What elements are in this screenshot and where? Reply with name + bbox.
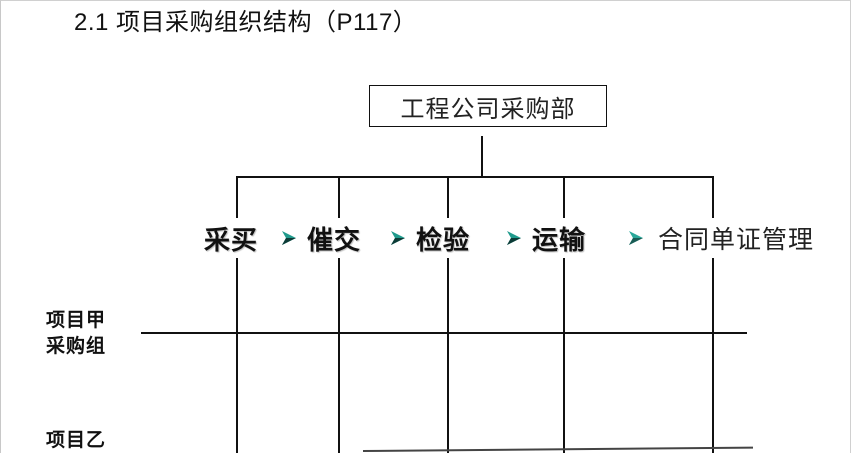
row-label-project-a: 项目甲 采购组 bbox=[46, 307, 106, 359]
column-line-5 bbox=[712, 176, 714, 453]
top-node-label: 工程公司采购部 bbox=[400, 94, 576, 123]
row-label-line: 采购组 bbox=[46, 335, 107, 357]
stage-label: 催交 bbox=[307, 225, 362, 256]
stage-purchasing: 采买 bbox=[204, 218, 259, 258]
row-label-project-b: 项目乙 bbox=[46, 427, 106, 453]
row-label-line: 项目甲 bbox=[46, 309, 107, 331]
top-node-procurement-dept: 工程公司采购部 bbox=[369, 85, 607, 127]
stage-label: 合同单证管理 bbox=[658, 225, 815, 254]
connector-stem bbox=[481, 136, 483, 177]
arrow-right-icon bbox=[391, 231, 405, 245]
stage-label: 检验 bbox=[416, 225, 471, 256]
arrow-right-icon bbox=[507, 231, 521, 245]
arrow-right-icon bbox=[282, 231, 296, 245]
stage-label: 采买 bbox=[204, 225, 259, 256]
stage-contract-documents: 合同单证管理 bbox=[628, 218, 815, 258]
column-line-4 bbox=[563, 176, 565, 453]
stage-expediting: 催交 bbox=[281, 218, 362, 258]
row-line-1 bbox=[141, 332, 747, 334]
slide-title: 2.1 项目采购组织结构（P117） bbox=[74, 9, 418, 36]
column-line-3 bbox=[447, 176, 449, 453]
connector-bus bbox=[236, 176, 713, 178]
stage-inspection: 检验 bbox=[390, 218, 471, 258]
row-label-line: 项目乙 bbox=[46, 429, 107, 451]
stage-label: 运输 bbox=[532, 225, 587, 256]
stage-transportation: 运输 bbox=[506, 218, 587, 258]
column-line-1 bbox=[236, 176, 238, 453]
column-line-2 bbox=[338, 176, 340, 453]
arrow-right-icon bbox=[629, 231, 643, 245]
